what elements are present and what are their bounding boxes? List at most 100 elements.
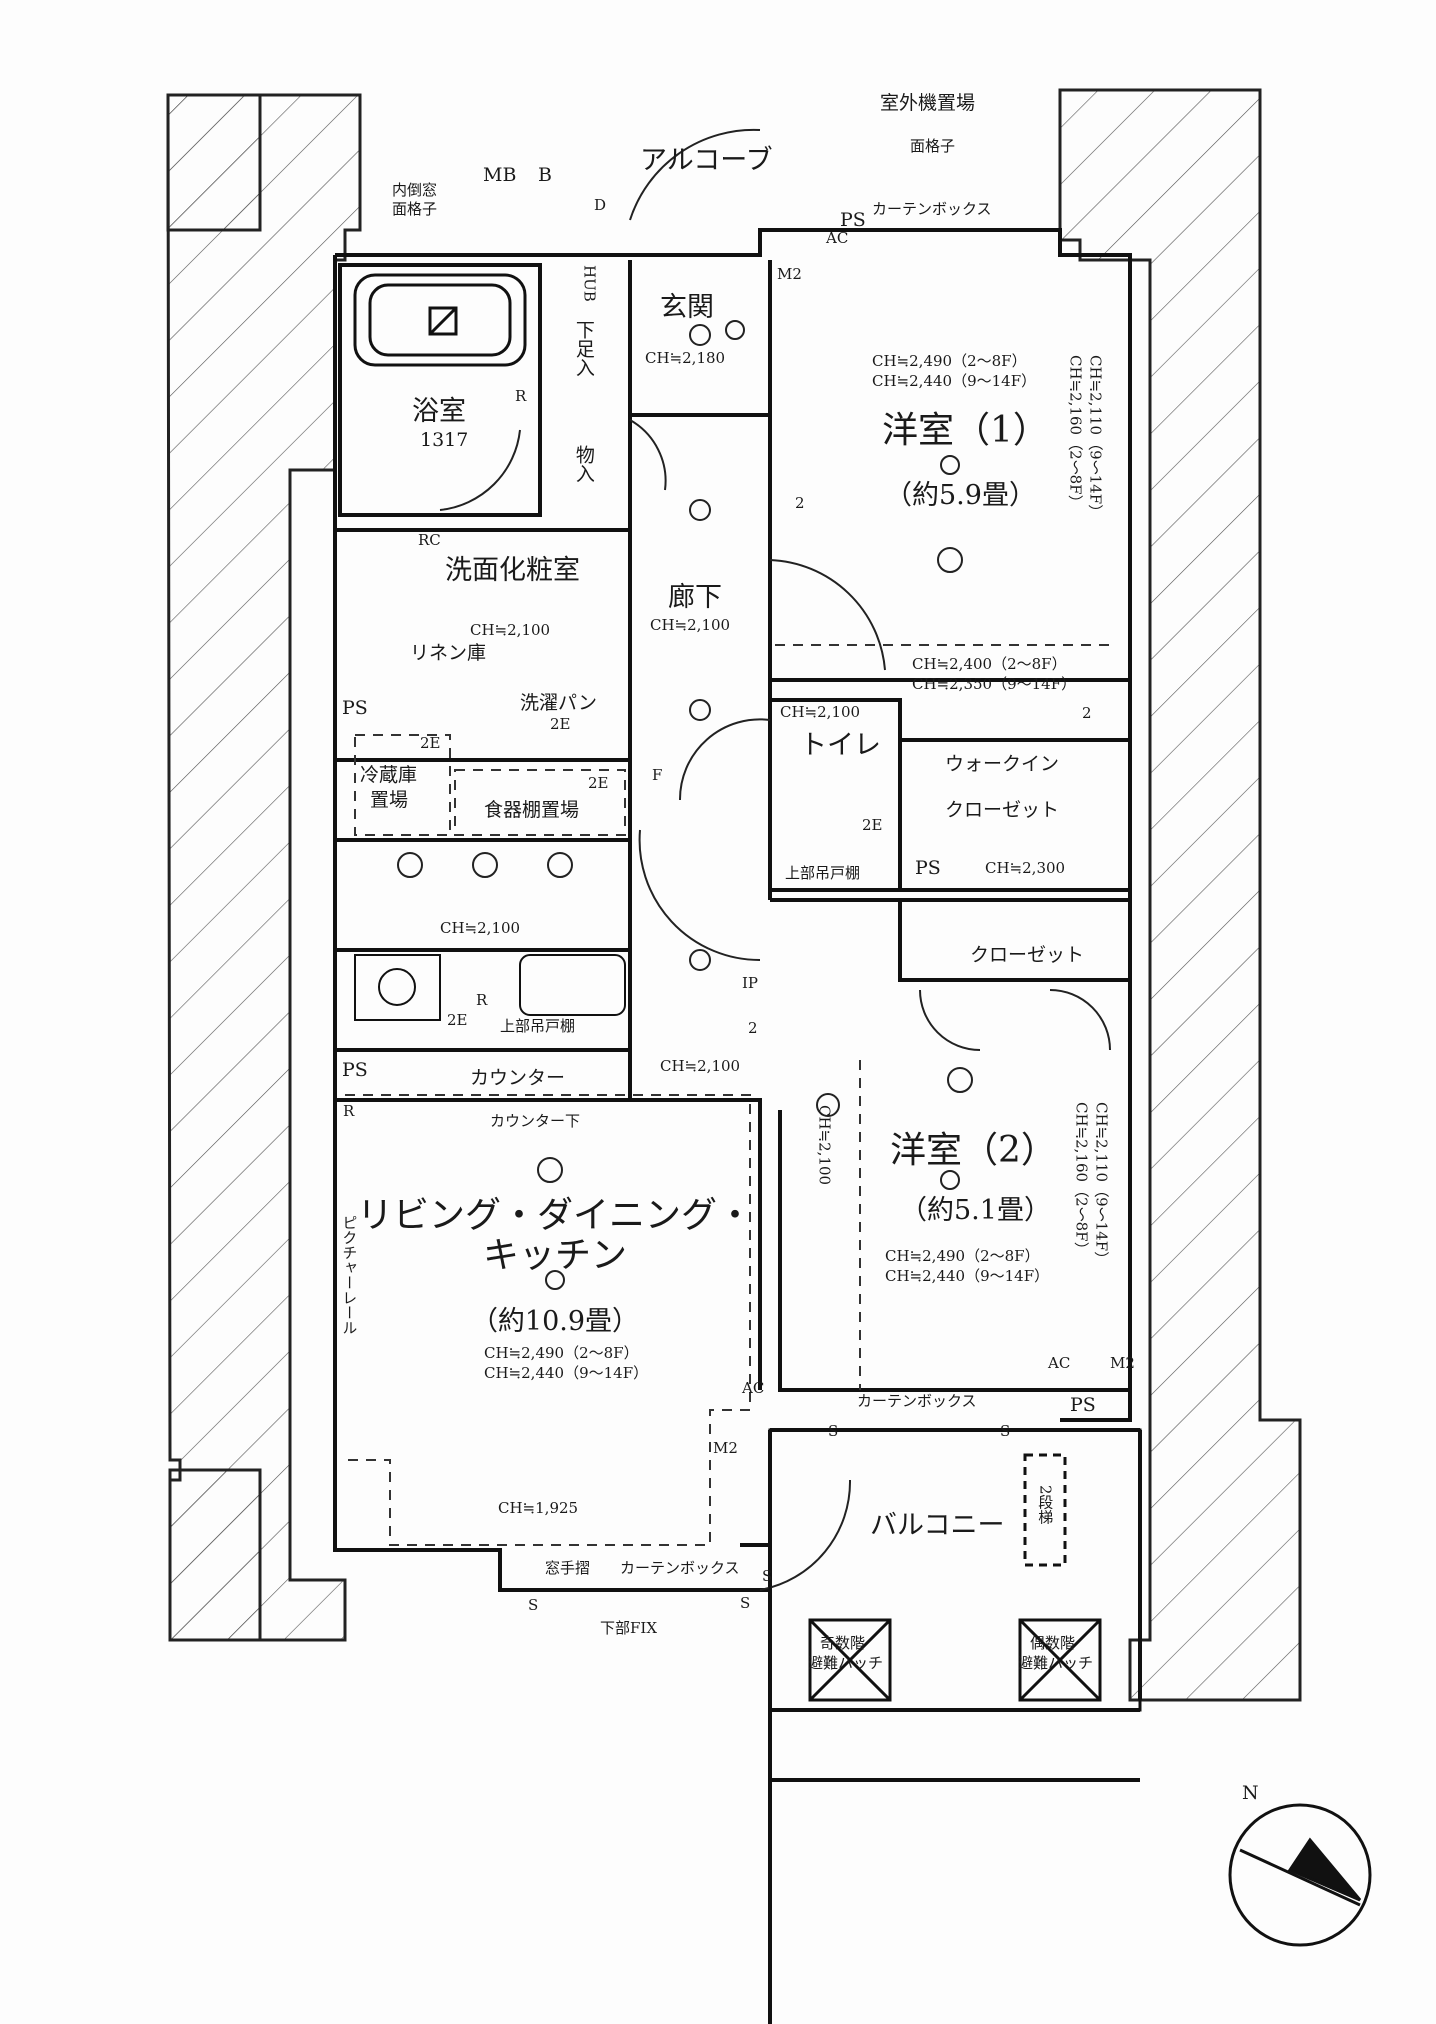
two-symbol-room1: 2 [795,494,805,512]
f-symbol: F [652,766,663,784]
room2-ch-left: CH≒2,100 [815,1105,834,1186]
shoe-storage-label: 下足入 [572,320,595,377]
balcony-outline [768,1428,1142,1712]
window-rail-label: 窓手摺 [545,1559,591,1577]
room1-ch1: CH≒2,490（2～8F） [872,352,1027,370]
ps-room2: PS [1070,1394,1096,1416]
bath-name: 浴室 [412,396,466,427]
bath-size: 1317 [420,429,469,451]
linen-label: リネン庫 [410,642,487,664]
s-symbol-5: S [528,1596,539,1614]
s-symbol-4: S [740,1594,751,1612]
ps-washroom: PS [342,697,368,719]
m2-symbol-room1: M2 [777,265,802,283]
ps-top: PS [840,209,866,231]
e2-symbol-fridge: 2E [420,734,441,752]
fridge-line2: 置場 [370,789,409,811]
s-symbol-2: S [1000,1422,1011,1440]
room2-ch2: CH≒2,440（9～14F） [885,1267,1050,1285]
hallway-name: 廊下 [668,582,722,613]
even-hatch-line2: 避難ハッチ [1018,1654,1094,1672]
curtain-box-top-label: カーテンボックス [872,200,992,218]
washroom-ch: CH≒2,100 [470,621,551,639]
face-lattice-left-label: 面格子 [392,200,438,218]
e2-symbol-toilet: 2E [862,816,883,834]
walkin-line2: クローゼット [945,799,1060,821]
kitchen-upper-cabinet: 上部吊戸棚 [500,1017,576,1035]
two-step-label: 2段梯 [1036,1485,1055,1525]
r-symbol-kitchen: R [476,991,488,1009]
mb-label: MB [483,164,517,186]
toilet-upper-cabinet: 上部吊戸棚 [785,864,861,882]
r-symbol-bath: R [515,387,527,405]
compass-north-label: N [1242,1782,1259,1804]
kitchen-counter: カウンター [470,1067,566,1089]
curtain-box-mid-label: カーテンボックス [857,1392,977,1410]
toilet-ch: CH≒2,100 [780,703,861,721]
laundry-pan-label: 洗濯パン [520,692,597,714]
m2-symbol-ldk: M2 [713,1439,738,1457]
storage-label: 物入 [572,445,595,483]
entrance-name: 玄関 [660,292,714,323]
room1-ch2: CH≒2,440（9～14F） [872,372,1037,390]
rc-symbol: RC [418,531,441,549]
ceiling-lines [345,644,1110,1546]
ac-symbol-room1: AC [826,229,849,247]
closet-label: クローゼット [970,944,1085,966]
room1-ch-low1: CH≒2,400（2～8F） [912,655,1067,673]
face-lattice-top-label: 面格子 [910,137,956,155]
ldk-line2: キッチン [482,1235,628,1276]
kitchen-ch: CH≒2,100 [440,919,521,937]
e2-symbol-kitchen: 2E [447,1011,468,1029]
room2-ch-side1: CH≒2,160（2～8F） [1072,1102,1091,1257]
fridge-line1: 冷蔵庫 [360,764,418,786]
exterior-wall [166,88,1302,1702]
bathtub [353,273,527,367]
curtain-box-bottom-label: カーテンボックス [620,1559,740,1577]
washroom-name: 洗面化粧室 [445,555,580,586]
inner-window-label: 内倒窓 [392,181,438,199]
kitchen-stove [354,954,626,1021]
compass-icon [1228,1803,1372,1947]
b-label: B [538,164,552,186]
s-symbol-3: S [762,1567,773,1585]
m2-symbol-room2: M2 [1110,1354,1135,1372]
kitchen-ch2: CH≒2,100 [660,1057,741,1075]
ip-symbol: IP [742,974,759,992]
picture-rail-label: ピクチャーレール [340,1215,359,1335]
ldk-ch2: CH≒2,440（9～14F） [484,1364,649,1382]
e2-symbol-laundry: 2E [550,715,571,733]
room2-area: （約5.1畳） [900,1195,1051,1226]
ps-kitchen: PS [342,1059,368,1081]
ps-walkin: PS [915,857,941,879]
room1-area: （約5.9畳） [885,480,1036,511]
kitchen-counter-below: カウンター下 [490,1112,581,1130]
ldk-ch1: CH≒2,490（2～8F） [484,1344,639,1362]
toilet-name: トイレ [800,730,881,761]
ldk-ch-low: CH≒1,925 [498,1499,579,1517]
hub-label: HUB [580,265,599,302]
room2-ch1: CH≒2,490（2～8F） [885,1247,1040,1265]
walkin-ch: CH≒2,300 [985,859,1066,877]
r-symbol-ldk: R [343,1102,355,1120]
door-swings [439,128,1111,1591]
ldk-area: （約10.9畳） [470,1306,640,1337]
room1-ch-side1: CH≒2,160（2～8F） [1066,355,1085,510]
dish-shelf-label: 食器棚置場 [484,799,580,821]
lower-fix-label: 下部FIX [600,1619,658,1637]
ac-symbol-room2: AC [1048,1354,1071,1372]
e2-symbol-dish: 2E [588,774,609,792]
walkin-line1: ウォークイン [945,753,1060,775]
room1-name: 洋室（1） [882,410,1049,451]
outdoor-unit-label: 室外機置場 [880,92,976,114]
entrance-ch: CH≒2,180 [645,349,726,367]
hallway-ch: CH≒2,100 [650,616,731,634]
d-symbol: D [594,196,607,214]
odd-hatch-line1: 奇数階 [820,1634,866,1652]
balcony-label: バルコニー [870,1510,1005,1541]
room2-ch-side2: CH≒2,110（9～14F） [1092,1102,1111,1267]
room1-ch-low2: CH≒2,350（9～14F） [912,675,1077,693]
two-symbol-hall: 2 [748,1019,758,1037]
s-symbol-1: S [828,1422,839,1440]
